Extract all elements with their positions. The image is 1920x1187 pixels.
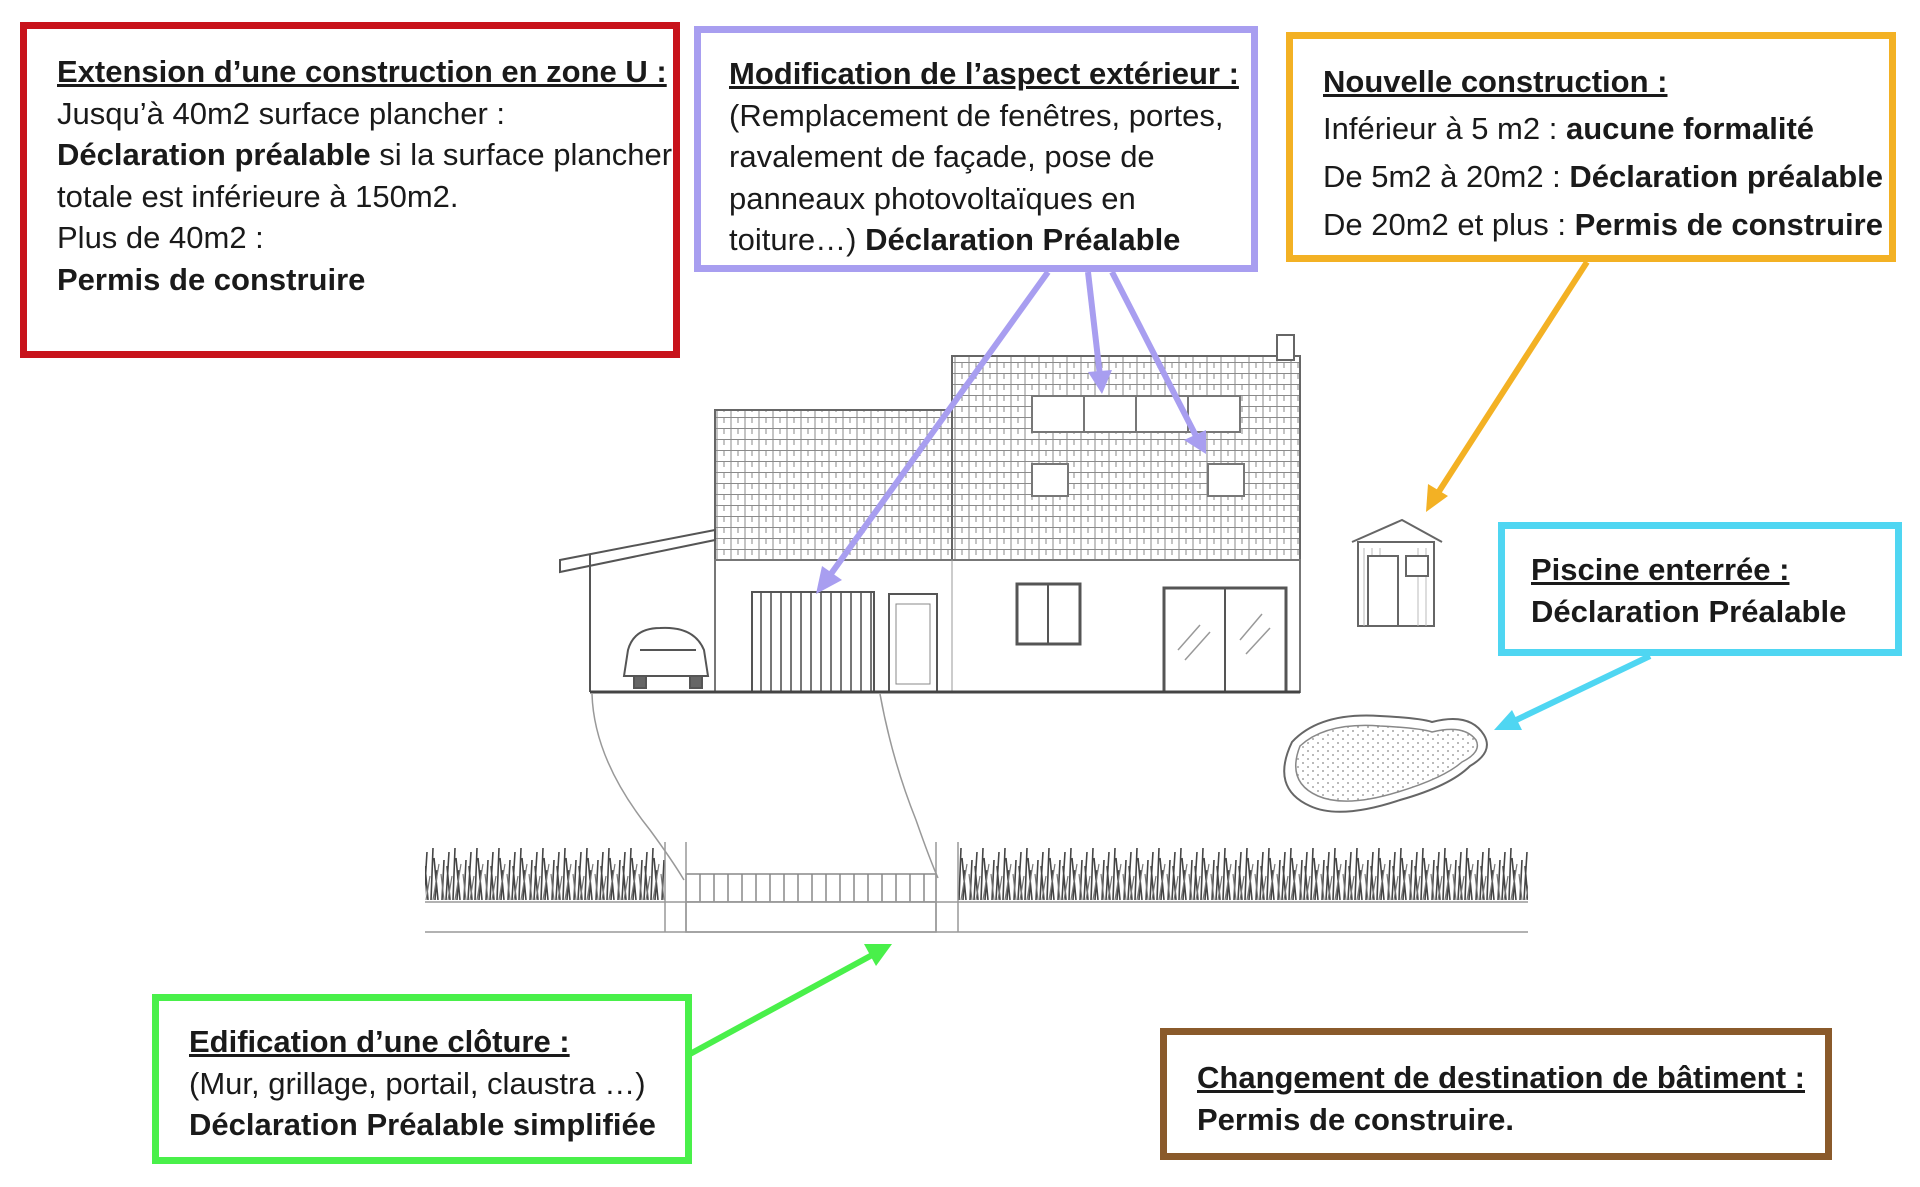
arrow-piscine-to-pool (1494, 653, 1652, 730)
fence (685, 873, 937, 933)
extension-title: Extension d’une construction en zone U : (57, 54, 667, 89)
piscine-title: Piscine enterrée : (1531, 552, 1790, 587)
changement-line-1: Permis de construire. (1197, 1101, 1515, 1137)
aspect-line-4: toiture…) Déclaration Préalable (729, 219, 1251, 261)
extension-line-5: Permis de construire (57, 261, 366, 297)
house (559, 334, 1301, 694)
arrow-nouvelle-to-shed (1426, 260, 1590, 512)
roof-upper (951, 355, 1301, 561)
nouvelle-line-2-text: De 5m2 à 20m2 : (1323, 159, 1570, 194)
chimney (1276, 334, 1295, 361)
garage-door (751, 591, 875, 693)
arrow-aspect-to-garage (816, 270, 1051, 594)
nouvelle-line-2-bold: Déclaration préalable (1569, 159, 1883, 194)
nouvelle-line-3-bold: Permis de construire (1574, 207, 1883, 242)
aspect-title: Modification de l’aspect extérieur : (729, 56, 1239, 91)
extension-line-2-rest: si la surface plancher (370, 137, 673, 172)
extension-line-2-bold: Déclaration préalable (57, 137, 371, 172)
roof-panels (1031, 395, 1245, 497)
carport (559, 528, 716, 692)
changement-title: Changement de destination de bâtiment : (1197, 1060, 1805, 1095)
box-changement-destination: Changement de destination de bâtiment : … (1160, 1028, 1832, 1160)
cloture-line-2: Déclaration Préalable simplifiée (189, 1107, 656, 1142)
aspect-line-3: panneaux photovoltaïques en (729, 180, 1136, 216)
nouvelle-line-3-text: De 20m2 et plus : (1323, 207, 1575, 242)
car (622, 626, 710, 689)
aspect-line-4-bold: Déclaration Préalable (865, 222, 1181, 257)
garden-shed (1351, 518, 1443, 627)
cloture-line-1: (Mur, grillage, portail, claustra …) (189, 1065, 646, 1101)
extension-line-1: Jusqu’à 40m2 surface plancher : (57, 95, 506, 131)
nouvelle-line-1-bold: aucune formalité (1565, 111, 1815, 146)
aspect-line-2: ravalement de façade, pose de (729, 139, 1155, 174)
box-nouvelle-construction: Nouvelle construction : Inférieur à 5 m2… (1286, 32, 1896, 262)
swimming-pool (1283, 714, 1488, 813)
arrow-aspect-to-roof-panels (1085, 271, 1112, 394)
arrow-cloture-to-fence (688, 944, 892, 1057)
nouvelle-line-1: Inférieur à 5 m2 : aucune formalité (1323, 105, 1889, 153)
hedge-right (958, 842, 1528, 902)
arrow-aspect-to-roof-window (1109, 270, 1206, 454)
hedge-left (425, 842, 665, 902)
extension-line-2: Déclaration préalable si la surface plan… (57, 134, 673, 176)
garden-wall (425, 842, 1528, 933)
extension-line-3: totale est inférieure à 150m2. (57, 178, 459, 214)
extension-line-4: Plus de 40m2 : (57, 220, 264, 255)
box-extension: Extension d’une construction en zone U :… (20, 22, 680, 358)
nouvelle-line-2: De 5m2 à 20m2 : Déclaration préalable (1323, 153, 1889, 201)
aspect-line-4-text: toiture…) (729, 222, 866, 257)
nouvelle-title: Nouvelle construction : (1323, 64, 1668, 99)
box-cloture: Edification d’une clôture : (Mur, grilla… (152, 994, 692, 1164)
aspect-line-1: (Remplacement de fenêtres, portes, (729, 97, 1224, 133)
driveway (591, 693, 939, 881)
cloture-title: Edification d’une clôture : (189, 1024, 570, 1059)
box-piscine: Piscine enterrée : Déclaration Préalable (1498, 522, 1902, 656)
box-aspect-exterieur: Modification de l’aspect extérieur : (Re… (694, 26, 1258, 272)
roof-lower (714, 409, 953, 561)
nouvelle-line-3: De 20m2 et plus : Permis de construire (1323, 201, 1889, 249)
nouvelle-line-1-text: Inférieur à 5 m2 : (1323, 111, 1566, 146)
piscine-line-1: Déclaration Préalable (1531, 593, 1847, 629)
front-door (888, 593, 938, 693)
